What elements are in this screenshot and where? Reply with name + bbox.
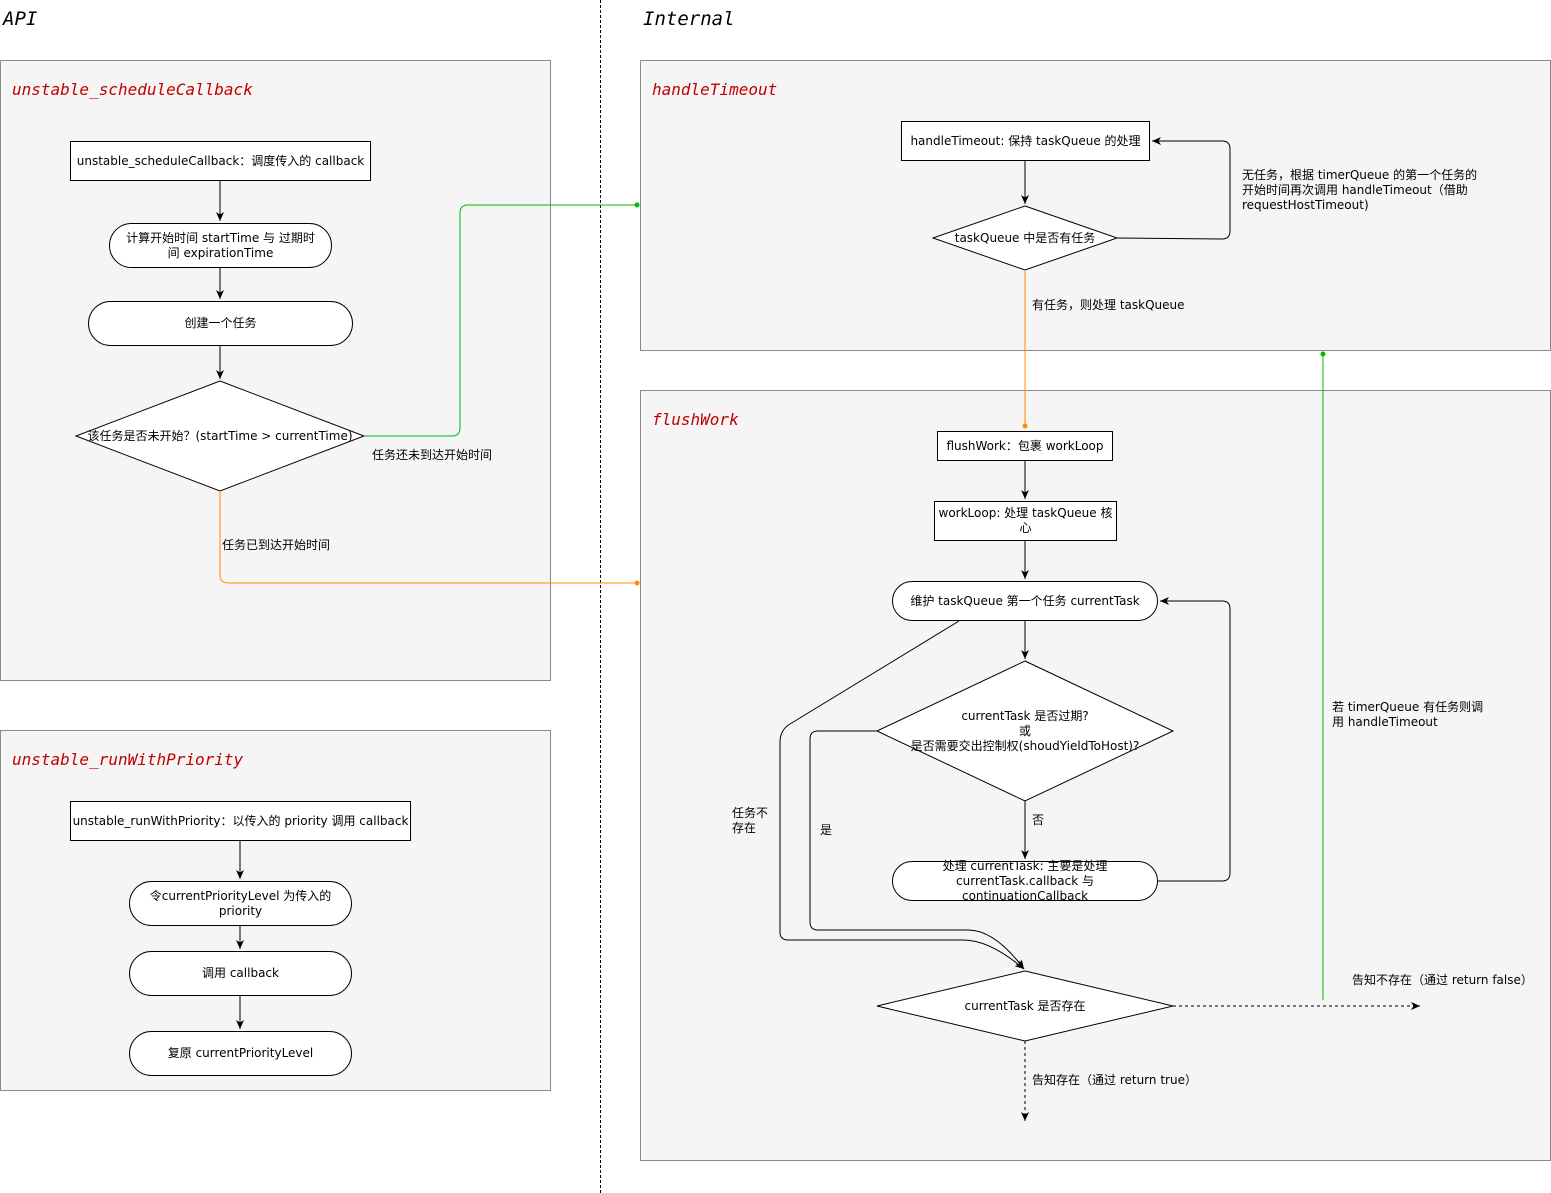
yes-label: 是 xyxy=(820,823,833,837)
run-with-priority-entry-box: unstable_runWithPriority：以传入的 priority 调… xyxy=(70,801,411,841)
api-column-title: API xyxy=(3,8,38,30)
not-reached-start-label: 任务还未到达开始时间 xyxy=(372,448,493,462)
flush-work-entry-box: flushWork：包裹 workLoop xyxy=(937,431,1113,461)
task-missing-label-line2: 存在 xyxy=(732,821,757,835)
tell-exist-label: 告知存在（通过 return true） xyxy=(1032,1073,1197,1087)
exists-decision-label: currentTask 是否存在 xyxy=(964,998,1086,1013)
set-priority-step: 令currentPriorityLevel 为传入的 priority xyxy=(129,881,352,926)
run-with-priority-panel-title: unstable_runWithPriority xyxy=(12,750,244,769)
column-divider xyxy=(600,0,601,1193)
handle-timeout-entry-box: handleTimeout: 保持 taskQueue 的处理 xyxy=(901,121,1150,161)
timer-queue-label: 若 timerQueue 有任务则调 用 handleTimeout xyxy=(1332,700,1483,730)
not-started-decision-label: 该任务是否未开始？(startTime > currentTime) xyxy=(87,428,353,443)
handle-timeout-panel: handleTimeout xyxy=(640,60,1551,351)
edge-process-loop-back xyxy=(1158,597,1231,882)
expired-decision-label: currentTask 是否过期? 或 是否需要交出控制权(shoudYield… xyxy=(877,706,1173,756)
call-callback-step: 调用 callback xyxy=(129,951,352,996)
task-queue-decision-label: taskQueue 中是否有任务 xyxy=(954,230,1096,245)
process-current-task-line1: 处理 currentTask: 主要是处理 xyxy=(942,858,1108,873)
handle-timeout-panel-title: handleTimeout xyxy=(652,80,778,99)
reached-start-label: 任务已到达开始时间 xyxy=(222,538,331,552)
task-missing-label-line1: 任务不 xyxy=(732,806,769,820)
edge-not-started-to-handle-timeout xyxy=(364,202,640,437)
process-current-task-step: 处理 currentTask: 主要是处理 currentTask.callba… xyxy=(892,858,1158,903)
schedule-callback-entry-box: unstable_scheduleCallback：调度传入的 callback xyxy=(70,141,371,181)
flush-work-panel-title: flushWork xyxy=(652,410,739,429)
internal-column-title: Internal xyxy=(643,8,735,30)
edge-started-to-flush-work xyxy=(219,491,640,586)
schedule-callback-panel-title: unstable_scheduleCallback xyxy=(12,80,253,99)
restore-priority-step: 复原 currentPriorityLevel xyxy=(129,1031,352,1076)
no-task-label-line1: 无任务，根据 timerQueue 的第一个任务的 xyxy=(1242,168,1478,182)
timer-queue-label-line1: 若 timerQueue 有任务则调 xyxy=(1332,700,1484,714)
has-task-label: 有任务，则处理 taskQueue xyxy=(1032,298,1185,312)
no-task-label-line3: requestHostTimeout) xyxy=(1242,198,1369,212)
work-loop-box: workLoop: 处理 taskQueue 核心 xyxy=(934,501,1117,541)
tell-not-exist-label: 告知不存在（通过 return false） xyxy=(1352,973,1533,987)
calc-time-step: 计算开始时间 startTime 与 过期时间 expirationTime xyxy=(109,223,332,268)
no-label: 否 xyxy=(1032,813,1045,827)
edge-expired-yes xyxy=(809,730,1025,970)
process-current-task-line2: currentTask.callback 与 continuationCallb… xyxy=(956,873,1094,903)
no-task-label-line2: 开始时间再次调用 handleTimeout（借助 xyxy=(1242,183,1468,197)
edge-no-task-loop xyxy=(1116,137,1231,240)
expired-decision-line1: currentTask 是否过期? xyxy=(961,708,1089,723)
expired-decision-line2: 或 xyxy=(1018,723,1031,738)
timer-queue-label-line2: 用 handleTimeout xyxy=(1332,715,1438,729)
no-task-label: 无任务，根据 timerQueue 的第一个任务的 开始时间再次调用 handl… xyxy=(1242,168,1477,213)
edge-task-missing xyxy=(779,620,1025,970)
maintain-current-task-step: 维护 taskQueue 第一个任务 currentTask xyxy=(892,581,1158,621)
create-task-step: 创建一个任务 xyxy=(88,301,353,346)
task-missing-label: 任务不 存在 xyxy=(732,806,768,836)
expired-decision-line3: 是否需要交出控制权(shoudYieldToHost)? xyxy=(910,738,1140,753)
